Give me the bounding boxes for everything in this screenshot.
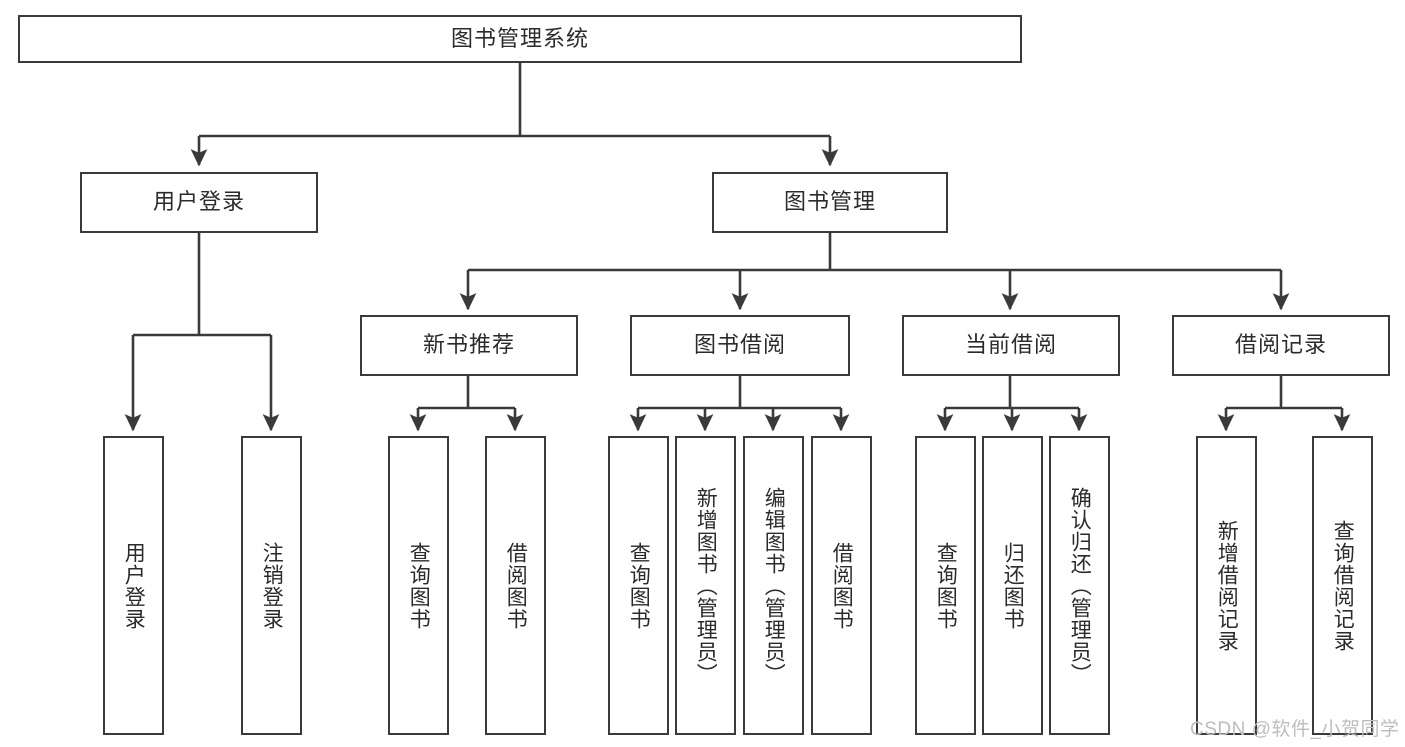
node-label: 新增图书（管理员） bbox=[694, 486, 718, 685]
node-label: 查询图书 bbox=[407, 541, 431, 630]
node-label: 注销登录 bbox=[260, 541, 284, 630]
node-root-system[interactable]: 图书管理系统 bbox=[18, 15, 1022, 63]
leaf-record-add-record[interactable]: 新增借阅记录 bbox=[1196, 436, 1257, 735]
node-label: 新增借阅记录 bbox=[1215, 519, 1239, 652]
node-label: 查询图书 bbox=[627, 541, 651, 630]
node-label: 借阅记录 bbox=[1234, 332, 1327, 358]
leaf-user-login-logout[interactable]: 注销登录 bbox=[241, 436, 302, 735]
node-book-borrow[interactable]: 图书借阅 bbox=[630, 315, 850, 376]
node-label: 图书管理系统 bbox=[450, 25, 589, 51]
node-label: 用户登录 bbox=[122, 541, 146, 630]
node-label: 编辑图书（管理员） bbox=[762, 486, 786, 685]
leaf-recommend-query-book[interactable]: 查询图书 bbox=[388, 436, 449, 735]
leaf-borrow-query-book[interactable]: 查询图书 bbox=[608, 436, 669, 735]
node-new-book-recommend[interactable]: 新书推荐 bbox=[360, 315, 578, 376]
node-borrow-record[interactable]: 借阅记录 bbox=[1172, 315, 1390, 376]
leaf-recommend-borrow-book[interactable]: 借阅图书 bbox=[485, 436, 546, 735]
leaf-borrow-edit-book-admin[interactable]: 编辑图书（管理员） bbox=[743, 436, 804, 735]
leaf-user-login-login[interactable]: 用户登录 bbox=[103, 436, 164, 735]
leaf-current-return-book[interactable]: 归还图书 bbox=[982, 436, 1043, 735]
leaf-record-query-record[interactable]: 查询借阅记录 bbox=[1312, 436, 1373, 735]
node-user-login[interactable]: 用户登录 bbox=[80, 172, 318, 233]
node-label: 图书管理 bbox=[783, 189, 876, 215]
node-label: 确认归还（管理员） bbox=[1068, 486, 1092, 685]
node-label: 借阅图书 bbox=[830, 541, 854, 630]
node-label: 查询图书 bbox=[934, 541, 958, 630]
leaf-current-query-book[interactable]: 查询图书 bbox=[915, 436, 976, 735]
node-label: 新书推荐 bbox=[422, 332, 515, 358]
leaf-current-confirm-return-admin[interactable]: 确认归还（管理员） bbox=[1049, 436, 1110, 735]
node-label: 查询借阅记录 bbox=[1331, 519, 1355, 652]
node-label: 图书借阅 bbox=[693, 332, 786, 358]
leaf-borrow-add-book-admin[interactable]: 新增图书（管理员） bbox=[675, 436, 736, 735]
node-label: 归还图书 bbox=[1001, 541, 1025, 630]
node-label: 当前借阅 bbox=[964, 332, 1057, 358]
csdn-watermark: CSDN @软件_小贺同学 bbox=[1190, 719, 1400, 740]
leaf-borrow-borrow-book[interactable]: 借阅图书 bbox=[811, 436, 872, 735]
node-current-borrow[interactable]: 当前借阅 bbox=[902, 315, 1120, 376]
node-label: 用户登录 bbox=[152, 189, 245, 215]
node-label: 借阅图书 bbox=[504, 541, 528, 630]
node-book-management[interactable]: 图书管理 bbox=[712, 172, 948, 233]
